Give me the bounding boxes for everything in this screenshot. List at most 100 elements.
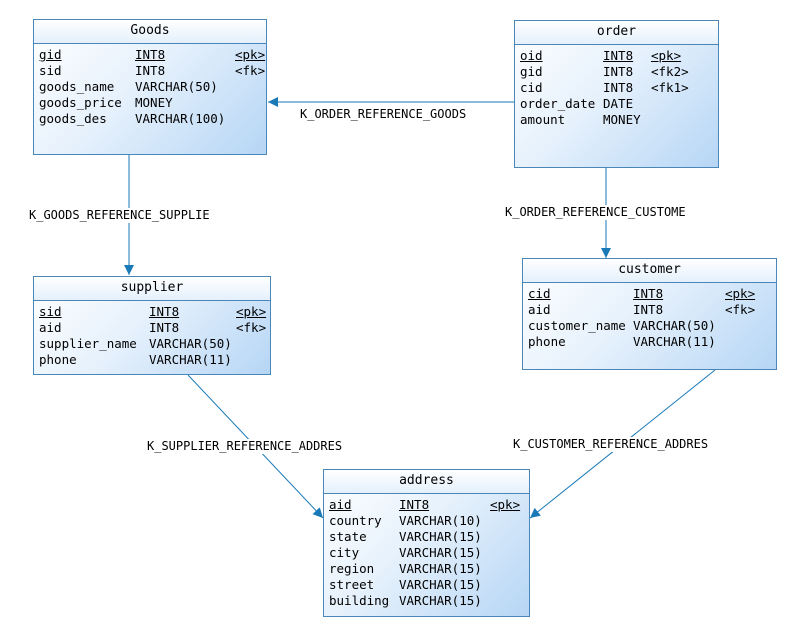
column-type: VARCHAR(15) (399, 577, 482, 592)
column-name: amount (520, 112, 566, 127)
entity-title: Goods (34, 20, 266, 44)
column-name: gid (520, 64, 543, 79)
column-key: <fk2> (651, 64, 689, 79)
column-key: <fk> (235, 63, 266, 78)
column-type: INT8 (603, 64, 634, 79)
column-row-cid: cid INT8 <pk> (528, 286, 776, 302)
column-type: VARCHAR(15) (399, 545, 482, 560)
column-type: VARCHAR(11) (149, 352, 232, 367)
column-row-cid: cid INT8 <fk1> (520, 80, 718, 96)
column-type: VARCHAR(15) (399, 593, 482, 608)
column-row-goods_price: goods_price MONEY (39, 95, 266, 111)
column-key: <pk> (490, 497, 521, 512)
column-type: INT8 (149, 320, 180, 335)
column-type: VARCHAR(50) (135, 79, 218, 94)
column-name: goods_des (39, 111, 107, 126)
column-row-amount: amount MONEY (520, 112, 718, 128)
entity-title: supplier (34, 277, 270, 301)
column-type: MONEY (135, 95, 173, 110)
column-name: customer_name (528, 318, 626, 333)
column-name: street (329, 577, 375, 592)
column-name: order_date (520, 96, 596, 111)
column-key: <pk> (236, 304, 267, 319)
relation-label-order-customer: K_ORDER_REFERENCE_CUSTOME (505, 205, 708, 220)
relation-label-customer-address: K_CUSTOMER_REFERENCE_ADDRES (513, 437, 731, 452)
column-row-supplier_name: supplier_name VARCHAR(50) (39, 336, 270, 352)
column-name: aid (528, 302, 551, 317)
column-row-aid: aid INT8 <fk> (39, 320, 270, 336)
column-name: goods_price (39, 95, 122, 110)
column-type: VARCHAR(100) (135, 111, 226, 126)
column-row-gid: gid INT8 <fk2> (520, 64, 718, 80)
column-type: INT8 (603, 48, 634, 63)
column-name: goods_name (39, 79, 115, 94)
column-type: MONEY (603, 112, 641, 127)
entity-title: order (515, 21, 718, 45)
column-row-sid: sid INT8 <pk> (39, 304, 270, 320)
column-row-customer_name: customer_name VARCHAR(50) (528, 318, 776, 334)
column-name: city (329, 545, 360, 560)
column-name: building (329, 593, 390, 608)
column-row-sid: sid INT8 <fk> (39, 63, 266, 79)
column-type: DATE (603, 96, 634, 111)
column-type: INT8 (633, 302, 664, 317)
relation-label-goods-supplier: K_GOODS_REFERENCE_SUPPLIE (29, 208, 232, 223)
column-key: <pk> (725, 286, 756, 301)
column-type: VARCHAR(10) (399, 513, 482, 528)
column-key: <fk> (725, 302, 756, 317)
entity-title: customer (523, 259, 776, 283)
column-type: VARCHAR(15) (399, 561, 482, 576)
column-name: phone (528, 334, 566, 349)
column-row-phone: phone VARCHAR(11) (39, 352, 270, 368)
column-type: VARCHAR(50) (633, 318, 716, 333)
column-name: aid (39, 320, 62, 335)
column-row-order_date: order_date DATE (520, 96, 718, 112)
column-row-goods_name: goods_name VARCHAR(50) (39, 79, 266, 95)
column-type: VARCHAR(15) (399, 529, 482, 544)
column-row-building: building VARCHAR(15) (329, 593, 529, 609)
column-row-state: state VARCHAR(15) (329, 529, 529, 545)
column-type: VARCHAR(50) (149, 336, 232, 351)
column-row-region: region VARCHAR(15) (329, 561, 529, 577)
column-name: oid (520, 48, 543, 63)
column-type: INT8 (603, 80, 634, 95)
column-row-street: street VARCHAR(15) (329, 577, 529, 593)
relation-label-supplier-address: K_SUPPLIER_REFERENCE_ADDRES (147, 439, 365, 454)
column-name: cid (528, 286, 551, 301)
column-name: cid (520, 80, 543, 95)
column-name: gid (39, 47, 62, 62)
column-type: INT8 (399, 497, 430, 512)
column-name: aid (329, 497, 352, 512)
column-name: sid (39, 304, 62, 319)
entity-title: address (324, 470, 529, 494)
column-row-goods_des: goods_des VARCHAR(100) (39, 111, 266, 127)
column-type: INT8 (135, 47, 166, 62)
column-row-city: city VARCHAR(15) (329, 545, 529, 561)
column-name: sid (39, 63, 62, 78)
column-row-aid: aid INT8 <pk> (329, 497, 529, 513)
column-name: region (329, 561, 375, 576)
column-name: supplier_name (39, 336, 137, 351)
column-key: <fk> (236, 320, 267, 335)
relation-label-order-goods: K_ORDER_REFERENCE_GOODS (300, 107, 481, 122)
column-row-phone: phone VARCHAR(11) (528, 334, 776, 350)
column-name: state (329, 529, 367, 544)
column-type: INT8 (149, 304, 180, 319)
column-type: VARCHAR(11) (633, 334, 716, 349)
column-key: <pk> (651, 48, 682, 63)
column-row-oid: oid INT8 <pk> (520, 48, 718, 64)
column-row-country: country VARCHAR(10) (329, 513, 529, 529)
column-key: <fk1> (651, 80, 689, 95)
column-row-gid: gid INT8 <pk> (39, 47, 266, 63)
column-type: INT8 (633, 286, 664, 301)
column-type: INT8 (135, 63, 166, 78)
column-row-aid: aid INT8 <fk> (528, 302, 776, 318)
column-name: country (329, 513, 382, 528)
column-key: <pk> (235, 47, 266, 62)
column-name: phone (39, 352, 77, 367)
